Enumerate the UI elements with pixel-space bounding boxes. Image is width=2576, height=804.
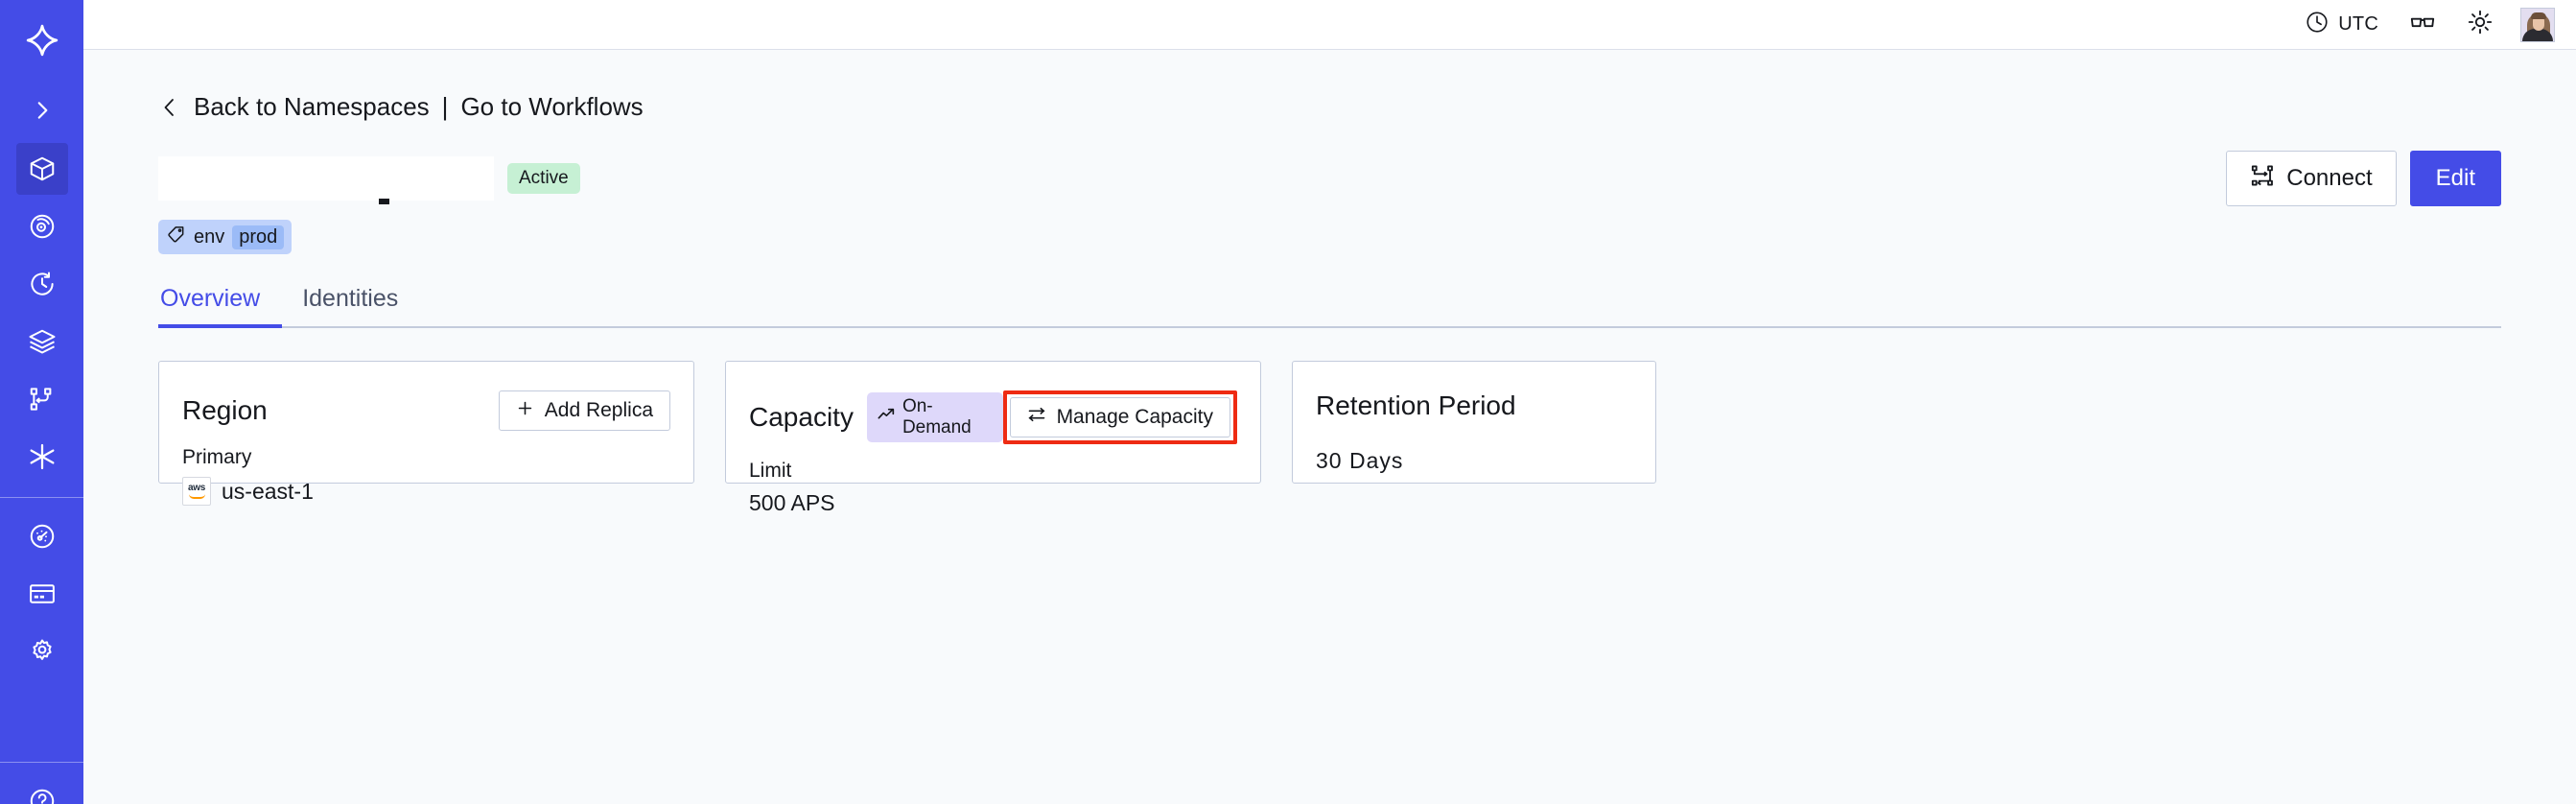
sidebar-item-workflows[interactable]: [16, 373, 68, 425]
sidebar-expand-button[interactable]: [0, 81, 83, 140]
asterisk-icon: [27, 441, 58, 472]
capacity-limit-value: 500 APS: [749, 490, 835, 515]
capacity-limit-label: Limit: [749, 460, 792, 482]
plus-icon: [516, 399, 534, 423]
region-primary-label: Primary: [182, 446, 252, 468]
sidebar-bottom-group: [0, 772, 83, 804]
timezone-label: UTC: [2338, 13, 2378, 35]
manage-capacity-label: Manage Capacity: [1056, 406, 1213, 428]
region-card: Region Add Replica: [158, 361, 694, 506]
layers-icon: [28, 327, 57, 356]
chevron-right-icon: [30, 98, 55, 123]
region-card-header: Region Add Replica: [182, 390, 670, 431]
connect-button[interactable]: Connect: [2226, 151, 2397, 206]
sidebar-item-layers[interactable]: [16, 316, 68, 367]
eye-spiral-icon: [28, 212, 57, 241]
capacity-card-title: Capacity: [749, 402, 854, 432]
sidebar-secondary-group: [0, 508, 83, 680]
theme-toggle-button[interactable]: [2451, 6, 2509, 44]
clock-history-icon: [28, 270, 57, 298]
tag-value: prod: [232, 225, 285, 249]
avatar[interactable]: [2520, 7, 2555, 42]
breadcrumb-separator: |: [441, 92, 449, 121]
tag-key: env: [194, 225, 225, 248]
sidebar-item-observability[interactable]: [16, 201, 68, 252]
status-badge: Active: [507, 162, 580, 195]
top-header-bar: UTC: [83, 0, 2576, 50]
namespace-title-row: Active: [158, 151, 2501, 206]
sidebar-item-nexus[interactable]: [16, 431, 68, 483]
aws-logo-text: aws: [187, 483, 205, 493]
sidebar-item-history[interactable]: [16, 258, 68, 310]
sidebar-item-settings[interactable]: [16, 626, 68, 677]
sidebar-item-usage[interactable]: [16, 510, 68, 562]
region-card-title: Region: [182, 395, 268, 425]
sidebar-divider-1: [0, 497, 83, 498]
accessibility-button[interactable]: [2394, 6, 2451, 44]
edit-button[interactable]: Edit: [2409, 151, 2501, 206]
sidebar-item-namespaces[interactable]: [15, 143, 68, 195]
sun-icon: [2467, 9, 2494, 40]
connect-button-label: Connect: [2286, 165, 2373, 191]
glasses-icon: [2409, 9, 2436, 40]
left-sidebar: [0, 0, 83, 804]
retention-card-title: Retention Period: [1316, 390, 1516, 420]
main-pane: UTC: [83, 0, 2576, 804]
capacity-card-header: Capacity On-Demand: [749, 390, 1237, 444]
capacity-mode-badge: On-Demand: [866, 392, 1003, 442]
add-replica-wrapper: Add Replica: [498, 390, 670, 431]
gear-icon: [28, 637, 57, 666]
chevron-left-icon[interactable]: [158, 93, 181, 122]
add-replica-button[interactable]: Add Replica: [498, 390, 670, 431]
git-branch-icon: [28, 385, 57, 414]
tag-icon: [167, 225, 186, 249]
credit-card-icon: [28, 579, 57, 608]
tags-row: env prod: [158, 220, 2501, 254]
sliders-icon: [1027, 405, 1046, 430]
avatar-shoulders: [2522, 28, 2553, 41]
tab-bar: Overview Identities: [158, 285, 2501, 328]
help-circle-icon: [28, 787, 57, 804]
breadcrumb-workflows-link[interactable]: Go to Workflows: [460, 92, 644, 121]
aws-swoosh: [188, 494, 205, 499]
temporal-star-logo-icon: [24, 22, 60, 59]
capacity-card: Capacity On-Demand: [725, 361, 1261, 515]
app-logo[interactable]: [0, 0, 83, 81]
page-content: Back to Namespaces | Go to Workflows Act…: [83, 50, 2576, 804]
sidebar-item-help[interactable]: [16, 775, 68, 804]
manage-capacity-annotation-box: Manage Capacity: [1002, 390, 1237, 444]
retention-value: 30 Days: [1316, 448, 1404, 473]
breadcrumb: Back to Namespaces | Go to Workflows: [158, 92, 2501, 122]
retention-card-header: Retention Period: [1316, 390, 1632, 421]
page-title: [158, 156, 494, 204]
tag-chip-env[interactable]: env prod: [158, 220, 293, 254]
avatar-fringe: [2531, 12, 2546, 19]
cube-icon: [28, 154, 57, 183]
gauge-icon: [28, 522, 57, 551]
region-primary-value: us-east-1: [222, 478, 314, 504]
retention-card: Retention Period 30 Days: [1292, 361, 1656, 484]
header-actions: Connect Edit: [2226, 151, 2501, 206]
edit-button-label: Edit: [2435, 165, 2475, 191]
sidebar-divider-2: [0, 762, 83, 763]
capacity-mode-label: On-Demand: [902, 396, 972, 437]
connection-nodes-icon: [2250, 163, 2275, 195]
avatar-face: [2533, 14, 2544, 31]
breadcrumb-back-link[interactable]: Back to Namespaces: [194, 92, 430, 121]
sidebar-primary-group: [0, 140, 83, 485]
add-replica-label: Add Replica: [544, 399, 653, 421]
clock-icon: [2305, 10, 2330, 39]
tab-identities[interactable]: Identities: [302, 285, 399, 312]
manage-capacity-button[interactable]: Manage Capacity: [1009, 397, 1230, 437]
overview-cards: Region Add Replica: [158, 361, 2501, 515]
aws-logo-icon: aws: [182, 477, 211, 506]
timezone-selector[interactable]: UTC: [2289, 6, 2394, 44]
trending-up-icon: [877, 405, 896, 430]
tab-overview[interactable]: Overview: [158, 285, 283, 328]
region-primary-value-row: aws us-east-1: [182, 477, 670, 506]
sidebar-item-billing[interactable]: [16, 568, 68, 620]
